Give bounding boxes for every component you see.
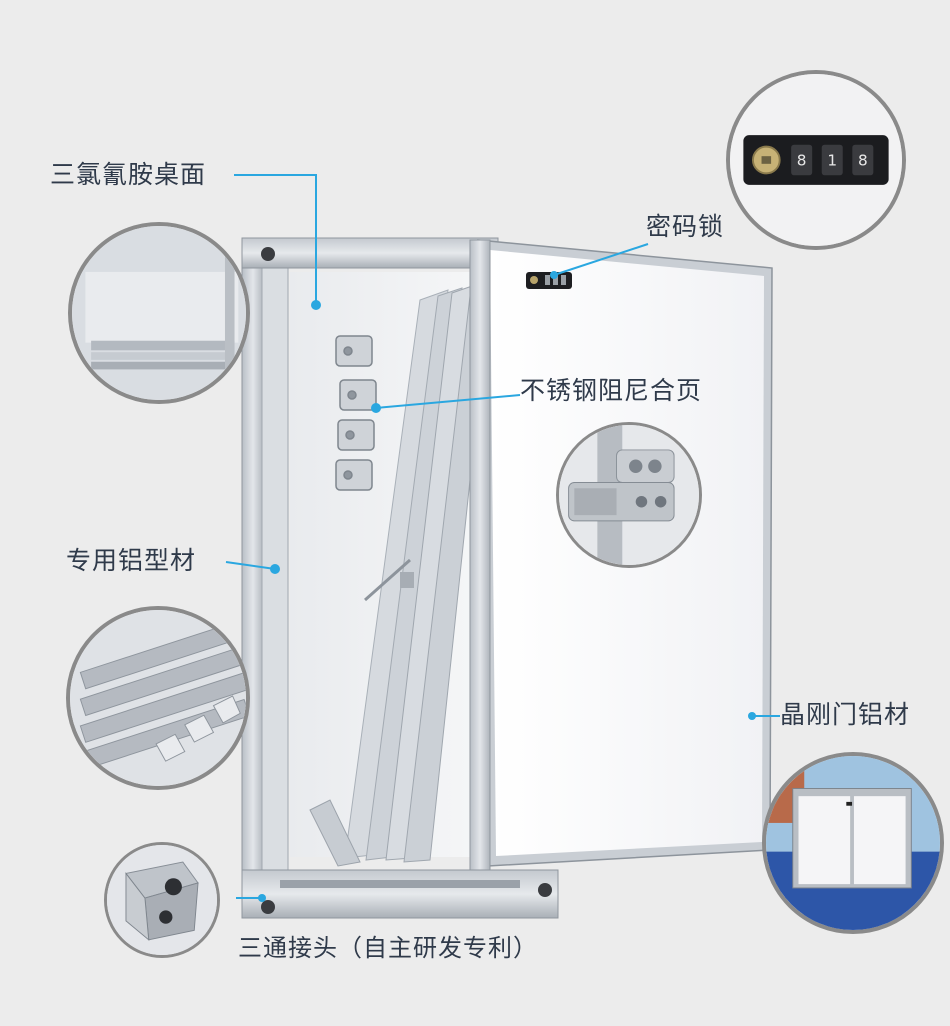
callout-connector: 三通接头（自主研发专利） xyxy=(238,934,538,962)
table-top-detail-thumb xyxy=(68,222,250,404)
hinge-set xyxy=(335,335,377,491)
callout-hinge: 不锈钢阻尼合页 xyxy=(520,376,703,405)
profile-detail-thumb xyxy=(66,606,250,790)
lock-dial-1: 8 xyxy=(797,152,807,170)
callout-door-frame: 晶刚门铝材 xyxy=(780,700,911,729)
callout-lines xyxy=(225,174,780,899)
callout-dots xyxy=(258,271,756,902)
hinge-detail-thumb xyxy=(556,422,702,568)
callout-combination-lock: 密码锁 xyxy=(646,212,725,241)
top-rail xyxy=(241,237,499,269)
bottom-rail xyxy=(241,869,559,919)
lock-detail-thumb: 8 1 8 xyxy=(726,70,906,250)
stacked-profiles xyxy=(309,284,491,867)
callout-table-top: 三氯氰胺桌面 xyxy=(50,160,207,189)
connector-detail-thumb xyxy=(104,842,220,958)
installed-cabinet-thumb xyxy=(762,752,944,934)
callout-profile: 专用铝型材 xyxy=(66,546,197,575)
lock-dial-3: 8 xyxy=(858,152,868,170)
lock-dial-2: 1 xyxy=(827,152,837,170)
